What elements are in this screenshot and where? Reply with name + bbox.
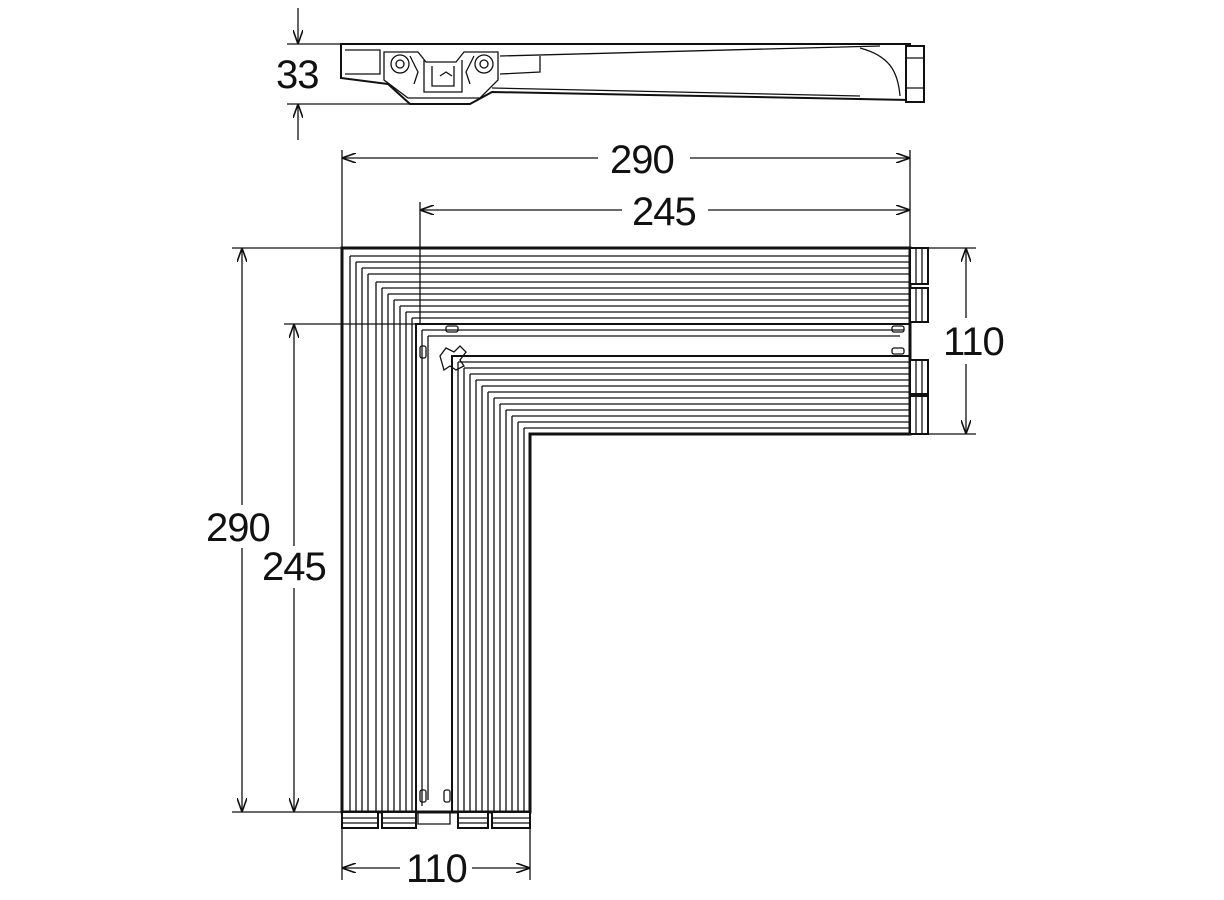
dimension-245-left: 245 bbox=[262, 323, 416, 811]
clip-mechanism bbox=[383, 51, 499, 99]
dimension-label-33: 33 bbox=[276, 53, 319, 97]
dimension-290-top: 290 bbox=[341, 138, 911, 248]
dimension-label-290-left: 290 bbox=[206, 506, 270, 550]
bottom-end-caps bbox=[341, 811, 531, 829]
dimension-245-top: 245 bbox=[419, 190, 909, 324]
dimension-label-110-right: 110 bbox=[943, 320, 1004, 364]
side-profile-view: 33 bbox=[276, 8, 925, 140]
inner-channel-lines bbox=[457, 361, 910, 812]
dimension-label-245-left: 245 bbox=[262, 545, 326, 589]
plan-view-corner bbox=[340, 246, 929, 829]
dimension-290-left: 290 bbox=[206, 247, 342, 813]
dimension-110-right: 110 bbox=[928, 247, 1005, 435]
dimension-label-110-bottom: 110 bbox=[406, 847, 467, 891]
dimension-label-290-top: 290 bbox=[610, 138, 674, 182]
right-end-caps bbox=[909, 247, 929, 435]
dimension-110-bottom: 110 bbox=[341, 828, 531, 891]
snap-lugs bbox=[419, 325, 905, 803]
dimension-33: 33 bbox=[276, 8, 410, 140]
dimension-label-245-top: 245 bbox=[632, 190, 696, 234]
outer-channel-lines bbox=[349, 255, 910, 812]
